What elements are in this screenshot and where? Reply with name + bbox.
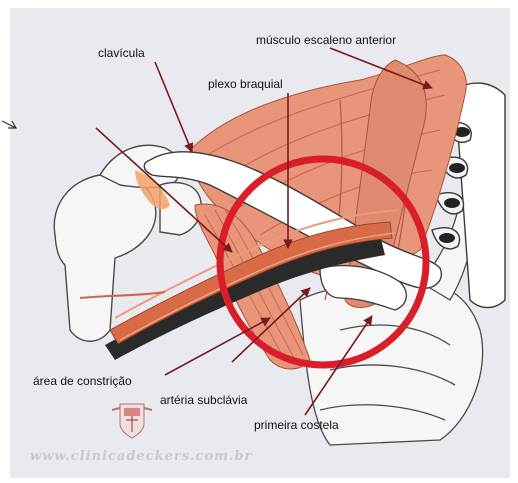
label-constriction: área de constrição [33,374,132,388]
watermark: www.clinicadeckers.com.br [30,449,252,464]
label-subclavian: artéria subclávia [160,393,247,407]
label-clavicle: clavícula [98,46,145,60]
label-plexus: plexo braquial [208,77,283,91]
label-scalene: músculo escaleno anterior [256,33,396,47]
label-first-rib: primeira costela [254,418,339,432]
